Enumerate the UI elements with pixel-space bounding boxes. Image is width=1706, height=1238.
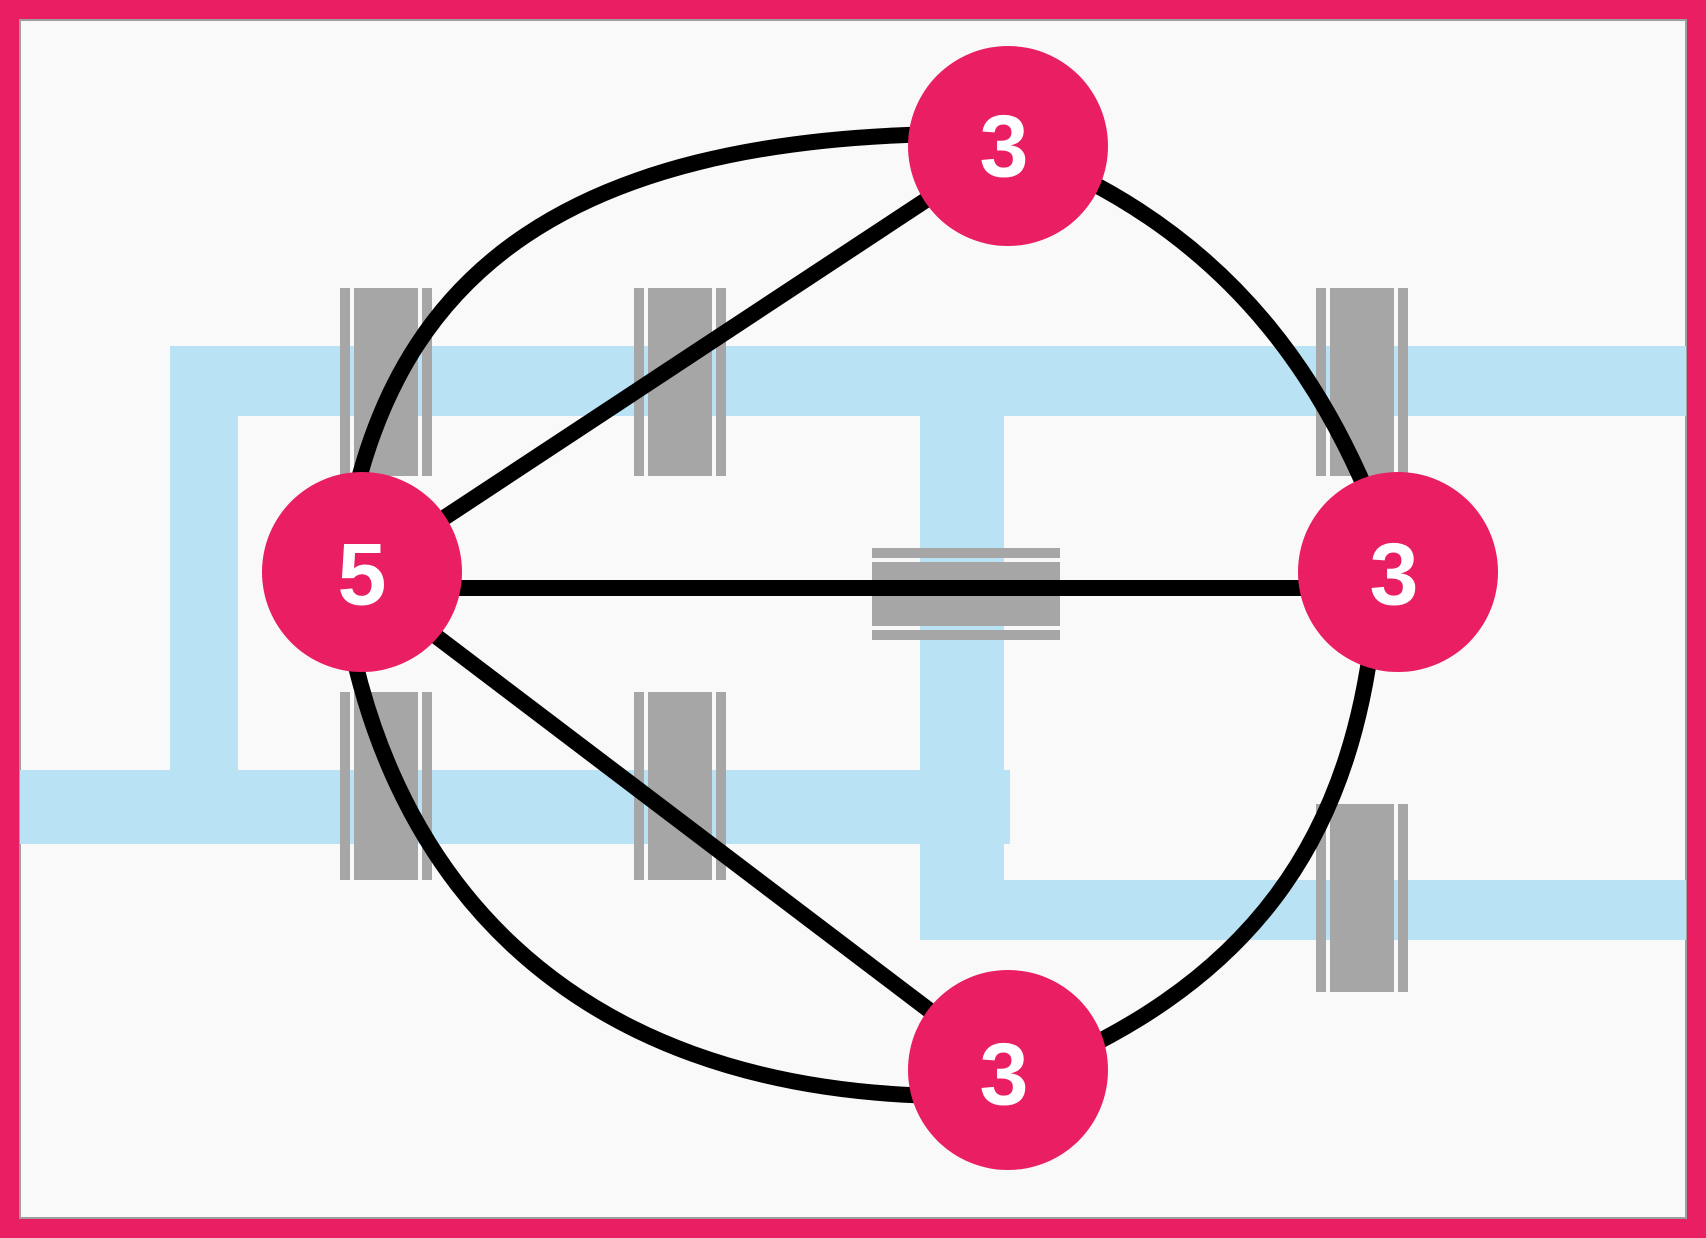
- node-right[interactable]: 3: [1298, 472, 1498, 672]
- edge-left-bottom-curve: [333, 586, 943, 1104]
- edge-left-bottom-straight: [357, 573, 1013, 1077]
- edge-right-bottom-curve: [1005, 587, 1385, 1090]
- node-right-label: 3: [1370, 525, 1419, 624]
- river-west-vertical: [170, 346, 238, 842]
- node-top[interactable]: 3: [908, 46, 1108, 246]
- river-south-branch: [20, 770, 1010, 844]
- nodes: 3 5 3 3: [262, 46, 1498, 1170]
- river-southeast-branch: [920, 880, 1686, 940]
- river: [20, 346, 1686, 940]
- edge-left-top-curve: [349, 126, 943, 488]
- node-left-label: 5: [338, 525, 387, 624]
- node-bottom-label: 3: [980, 1025, 1029, 1124]
- bridges: [340, 288, 1408, 992]
- edge-left-top-straight: [357, 139, 1013, 579]
- river-center-vertical: [920, 346, 1004, 940]
- node-bottom[interactable]: 3: [908, 970, 1108, 1170]
- node-left[interactable]: 5: [262, 472, 462, 672]
- bridge-6: [1316, 804, 1408, 992]
- node-top-label: 3: [980, 97, 1029, 196]
